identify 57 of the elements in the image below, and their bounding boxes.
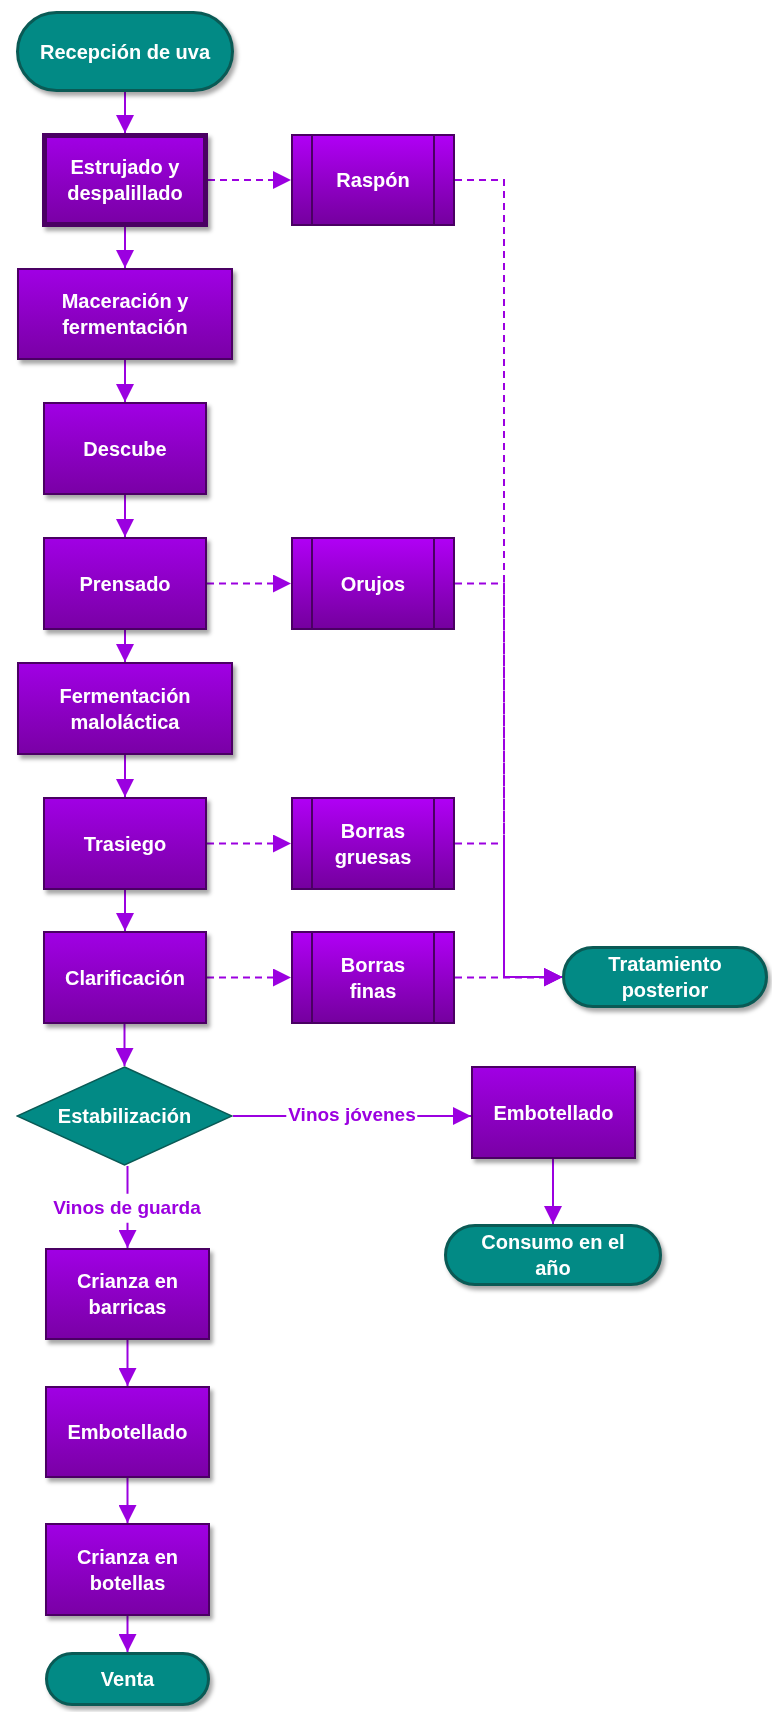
node-label: Prensado bbox=[79, 571, 171, 597]
arrow bbox=[116, 226, 134, 269]
arrow bbox=[544, 1158, 562, 1225]
terminal-pill bbox=[16, 11, 234, 92]
arrow bbox=[116, 359, 134, 403]
node-label: Crianza en barricas bbox=[75, 1269, 180, 1320]
predefined-process-box bbox=[291, 134, 455, 226]
predefined-process-box bbox=[291, 797, 455, 890]
node-label: Crianza en botellas bbox=[75, 1544, 180, 1596]
node-label: Fermentación maloláctica bbox=[58, 683, 192, 735]
process-box bbox=[43, 797, 207, 890]
edge-label: Vinos de guarda bbox=[51, 1193, 203, 1223]
process-box bbox=[42, 133, 208, 227]
arrow bbox=[118, 1339, 137, 1387]
node-label: Embotellado bbox=[493, 1100, 614, 1126]
node-label: Maceración y fermentación bbox=[60, 289, 190, 340]
arrow bbox=[116, 629, 134, 663]
node-label: Estrujado y despalillado bbox=[66, 155, 184, 206]
process-box bbox=[43, 537, 207, 630]
process-box bbox=[45, 1248, 210, 1340]
arrow bbox=[115, 1023, 134, 1067]
terminal-pill bbox=[444, 1224, 662, 1286]
process-box bbox=[45, 1386, 210, 1478]
node-label: Trasiego bbox=[83, 831, 167, 857]
node-label: Clarificación bbox=[64, 965, 185, 991]
node-label: Venta bbox=[100, 1667, 155, 1692]
process-box bbox=[43, 402, 207, 495]
decision-diamond bbox=[16, 1066, 233, 1166]
terminal-pill bbox=[45, 1652, 210, 1706]
process-box bbox=[17, 268, 233, 360]
predefined-process-box bbox=[291, 931, 455, 1024]
node-label: Recepción de uva bbox=[39, 39, 211, 65]
arrow bbox=[116, 889, 134, 932]
arrow bbox=[118, 1477, 137, 1524]
node-label: Descube bbox=[83, 436, 167, 462]
node-label: Tratamiento posterior bbox=[607, 952, 723, 1003]
arrow bbox=[118, 1615, 137, 1653]
process-box bbox=[17, 662, 233, 755]
node-label: Raspón bbox=[336, 168, 410, 193]
node-label: Borras finas bbox=[339, 952, 407, 1004]
node-label: Embotellado bbox=[67, 1420, 188, 1445]
arrow bbox=[206, 574, 292, 593]
node-label: Estabilización bbox=[57, 1104, 192, 1129]
node-label: Orujos bbox=[340, 571, 406, 597]
terminal-pill bbox=[562, 946, 768, 1008]
node-label: Consumo en el año bbox=[480, 1230, 626, 1281]
arrow bbox=[116, 494, 134, 538]
arrow bbox=[207, 171, 292, 189]
arrow bbox=[206, 968, 292, 987]
process-box bbox=[43, 931, 207, 1024]
arrow bbox=[116, 91, 134, 134]
arrow bbox=[116, 754, 134, 798]
arrow bbox=[206, 834, 292, 853]
node-label: Borras gruesas bbox=[333, 818, 413, 870]
process-box bbox=[471, 1066, 636, 1159]
predefined-process-box bbox=[291, 537, 455, 630]
process-box bbox=[45, 1523, 210, 1616]
